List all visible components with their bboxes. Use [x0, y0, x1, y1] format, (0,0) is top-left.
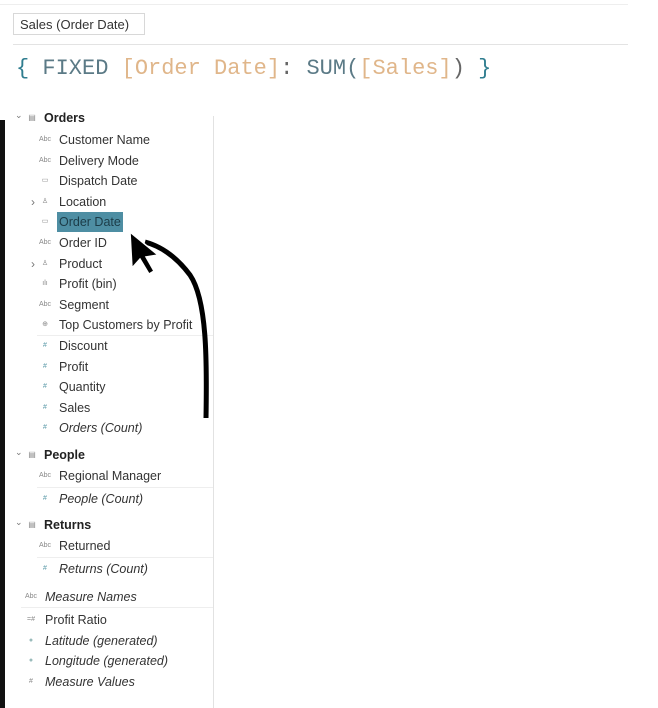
formula-open: { [16, 56, 43, 81]
field-label: Segment [59, 297, 110, 312]
field-type-icon-globe: ● [28, 636, 34, 644]
formula-keyword: FIXED [42, 56, 122, 81]
formula-dimension: [Order Date] [121, 56, 281, 81]
field-type-icon-Abc: Abc [38, 136, 52, 143]
group-label: Orders [44, 111, 85, 125]
field-type-icon-number: # [43, 424, 47, 432]
field-label: Top Customers by Profit [59, 318, 193, 333]
field-type-icon-number: # [43, 403, 47, 411]
field-type-icon-number: # [43, 362, 47, 370]
field-label: Profit [59, 359, 89, 374]
field-label: Delivery Mode [59, 153, 139, 168]
field-label: Product [59, 256, 103, 271]
field-type-icon-calc-number: =# [27, 616, 35, 623]
field-type-icon-set: ⊕ [42, 321, 48, 329]
field-label: Sales [59, 400, 91, 415]
field-label: People (Count) [59, 491, 144, 506]
field-label: Quantity [59, 380, 106, 395]
table-icon: ▤ [28, 450, 36, 459]
field-type-icon-calendar: ▭ [41, 218, 49, 226]
chevron-down-icon[interactable]: ⌄ [15, 447, 23, 457]
field-label: Returned [59, 539, 111, 554]
divider [13, 44, 628, 45]
field-label: Customer Name [59, 133, 150, 147]
field-label: Returns (Count) [59, 561, 148, 576]
field-label: Longitude (generated) [45, 654, 169, 669]
group-label: Returns [44, 518, 92, 533]
field-label: Location [59, 194, 107, 209]
formula-measure: [Sales] [359, 56, 452, 81]
field-label: Orders (Count) [59, 421, 143, 436]
divider [37, 335, 213, 336]
field-type-icon-number: # [43, 342, 47, 349]
field-type-icon-Abc: Abc [38, 542, 52, 550]
field-label: Order ID [59, 236, 107, 250]
field-type-icon-number: # [43, 383, 47, 391]
top-border [0, 4, 628, 5]
field-type-icon-calendar: ▭ [41, 177, 49, 185]
field-type-icon-number: # [29, 677, 33, 685]
field-type-icon-Abc: Abc [24, 593, 38, 601]
calc-name-field[interactable]: Sales (Order Date) [13, 13, 145, 35]
formula-colon: : [280, 56, 307, 81]
field-type-icon-bin: ılı [42, 280, 48, 288]
field-type-icon-Abc: Abc [38, 300, 52, 308]
field-label: Measure Names [45, 590, 137, 605]
chevron-down-icon[interactable]: ⌄ [15, 110, 23, 120]
formula-close-paren: ) [451, 56, 465, 81]
divider [21, 607, 213, 608]
formula-editor[interactable]: { FIXED [Order Date]: SUM([Sales]) } [16, 56, 491, 81]
table-icon: ▤ [28, 520, 36, 530]
group-label: People [44, 448, 85, 462]
field-label: Order Date [57, 212, 123, 233]
field-label: Measure Values [45, 674, 135, 689]
divider [37, 556, 213, 558]
field-type-icon-Abc: Abc [38, 156, 52, 164]
field-label: Latitude (generated) [45, 633, 158, 648]
table-icon: ▤ [28, 113, 36, 122]
field-type-icon-number: # [43, 494, 47, 502]
chevron-right-icon[interactable]: › [31, 256, 35, 271]
field-type-icon-hierarchy: ♙ [41, 259, 49, 267]
field-label: Discount [59, 339, 108, 353]
formula-function: SUM( [306, 56, 360, 81]
chevron-down-icon[interactable]: ⌄ [15, 517, 23, 528]
field-type-icon-number: # [43, 564, 47, 572]
field-label: Profit Ratio [45, 613, 107, 627]
window-edge [0, 120, 5, 708]
field-type-icon-Abc: Abc [38, 239, 52, 246]
chevron-right-icon[interactable]: › [31, 194, 35, 209]
field-type-icon-globe: ● [28, 657, 34, 665]
field-label: Dispatch Date [59, 174, 138, 189]
formula-close: } [464, 56, 492, 81]
field-type-icon-hierarchy: ♙ [41, 197, 49, 205]
field-type-icon-Abc: Abc [38, 472, 52, 479]
field-label: Regional Manager [59, 469, 162, 483]
field-label: Profit (bin) [59, 277, 117, 292]
divider [37, 486, 213, 488]
